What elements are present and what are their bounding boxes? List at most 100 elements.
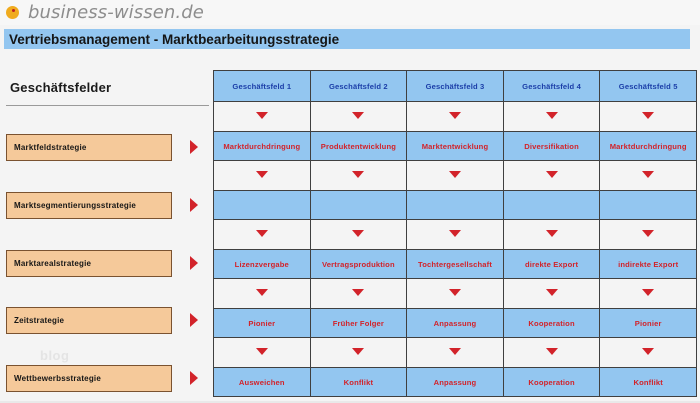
- arrow-right-icon: [190, 198, 198, 212]
- arrow-down-icon: [255, 112, 268, 119]
- arrow-down-icon: [545, 171, 558, 178]
- cell-wettbewerbsstrategie-3: Anpassung: [406, 367, 504, 397]
- cell-wettbewerbsstrategie-2: Konflikt: [309, 367, 408, 397]
- arrow-down-icon: [448, 289, 461, 296]
- row-label-text: Marktsegmentierungsstrategie: [14, 201, 137, 210]
- cell-marktsegmentierungsstrategie-1: [213, 190, 311, 220]
- arrow-row: [213, 160, 697, 191]
- arrow-down-icon: [352, 348, 365, 355]
- table-row: Pionier Früher Folger Anpassung Kooperat…: [213, 308, 697, 338]
- arrow-down-icon: [448, 112, 461, 119]
- blog-watermark: blog: [40, 348, 70, 363]
- arrow-cell: [213, 160, 311, 191]
- cell-marktsegmentierungsstrategie-3: [406, 190, 504, 220]
- column-header-4: Geschäftsfeld 4: [502, 70, 601, 102]
- table-header-row: Geschäftsfeld 1 Geschäftsfeld 2 Geschäft…: [213, 70, 697, 102]
- arrow-down-icon: [545, 348, 558, 355]
- arrow-row: [213, 219, 697, 250]
- arrow-cell: [599, 219, 697, 250]
- arrow-down-icon: [448, 230, 461, 237]
- arrow-cell: [406, 219, 504, 250]
- row-label-text: Marktfeldstrategie: [14, 143, 87, 152]
- column-header-5: Geschäftsfeld 5: [599, 70, 697, 102]
- arrow-down-icon: [642, 230, 655, 237]
- arrow-cell: [213, 337, 311, 368]
- arrow-down-icon: [448, 348, 461, 355]
- arrow-cell: [406, 160, 504, 191]
- brand-bar: business-wissen.de: [0, 0, 700, 25]
- arrow-cell: [502, 337, 601, 368]
- cell-marktfeldstrategie-4: Diversifikation: [502, 131, 601, 161]
- arrow-cell: [599, 101, 697, 132]
- cell-marktarealstrategie-2: Vertragsproduktion: [309, 249, 408, 279]
- arrow-cell: [502, 278, 601, 309]
- row-label-text: Zeitstrategie: [14, 316, 65, 325]
- arrow-cell: [213, 101, 311, 132]
- cell-marktsegmentierungsstrategie-2: [309, 190, 408, 220]
- column-header-2: Geschäftsfeld 2: [309, 70, 408, 102]
- arrow-row: [213, 337, 697, 368]
- arrow-down-icon: [545, 112, 558, 119]
- column-header-1: Geschäftsfeld 1: [213, 70, 311, 102]
- arrow-down-icon: [352, 230, 365, 237]
- cell-marktfeldstrategie-1: Marktdurchdringung: [213, 131, 311, 161]
- cell-marktsegmentierungsstrategie-5: [599, 190, 697, 220]
- heading-divider: [6, 105, 209, 106]
- page-title: Vertriebsmanagement - Marktbearbeitungss…: [9, 31, 340, 47]
- arrow-cell: [599, 160, 697, 191]
- arrow-cell: [309, 160, 408, 191]
- arrow-down-icon: [642, 171, 655, 178]
- arrow-cell: [309, 101, 408, 132]
- arrow-cell: [213, 278, 311, 309]
- cell-zeitstrategie-1: Pionier: [213, 308, 311, 338]
- table-row: [213, 190, 697, 220]
- cell-zeitstrategie-2: Früher Folger: [309, 308, 408, 338]
- arrow-down-icon: [352, 171, 365, 178]
- cell-marktarealstrategie-1: Lizenzvergabe: [213, 249, 311, 279]
- left-column-heading: Geschäftsfelder: [10, 80, 112, 95]
- arrow-down-icon: [255, 171, 268, 178]
- arrow-cell: [309, 337, 408, 368]
- cell-marktarealstrategie-4: direkte Export: [502, 249, 601, 279]
- cell-wettbewerbsstrategie-4: Kooperation: [502, 367, 601, 397]
- row-label-text: Marktarealstrategie: [14, 259, 92, 268]
- arrow-down-icon: [255, 289, 268, 296]
- arrow-cell: [213, 219, 311, 250]
- arrow-cell: [502, 219, 601, 250]
- arrow-right-icon: [190, 140, 198, 154]
- row-label-marktsegmentierungsstrategie: Marktsegmentierungsstrategie: [6, 192, 172, 219]
- arrow-cell: [406, 337, 504, 368]
- cell-marktfeldstrategie-5: Marktdurchdringung: [599, 131, 697, 161]
- arrow-down-icon: [642, 289, 655, 296]
- arrow-row: [213, 101, 697, 132]
- orange-circle-logo-icon: [6, 6, 19, 19]
- arrow-cell: [406, 101, 504, 132]
- arrow-down-icon: [255, 348, 268, 355]
- cell-zeitstrategie-5: Pionier: [599, 308, 697, 338]
- arrow-right-icon: [190, 256, 198, 270]
- row-label-zeitstrategie: Zeitstrategie: [6, 307, 172, 334]
- cell-marktarealstrategie-3: Tochtergesellschaft: [406, 249, 504, 279]
- arrow-down-icon: [352, 289, 365, 296]
- cell-zeitstrategie-3: Anpassung: [406, 308, 504, 338]
- cell-zeitstrategie-4: Kooperation: [502, 308, 601, 338]
- bottom-divider: [0, 401, 700, 403]
- arrow-down-icon: [255, 230, 268, 237]
- cell-marktfeldstrategie-2: Produktentwicklung: [309, 131, 408, 161]
- arrow-row: [213, 278, 697, 309]
- arrow-cell: [309, 278, 408, 309]
- cell-marktarealstrategie-5: indirekte Export: [599, 249, 697, 279]
- table-row: Ausweichen Konflikt Anpassung Kooperatio…: [213, 367, 697, 397]
- brand-name: business-wissen.de: [28, 2, 204, 23]
- arrow-down-icon: [545, 230, 558, 237]
- arrow-right-icon: [190, 313, 198, 327]
- cell-wettbewerbsstrategie-1: Ausweichen: [213, 367, 311, 397]
- table-row: Lizenzvergabe Vertragsproduktion Tochter…: [213, 249, 697, 279]
- arrow-cell: [599, 337, 697, 368]
- slide-title-bar: Vertriebsmanagement - Marktbearbeitungss…: [4, 29, 690, 49]
- column-header-3: Geschäftsfeld 3: [406, 70, 504, 102]
- row-label-wettbewerbsstrategie: Wettbewerbsstrategie: [6, 365, 172, 392]
- cell-marktfeldstrategie-3: Marktentwicklung: [406, 131, 504, 161]
- cell-marktsegmentierungsstrategie-4: [502, 190, 601, 220]
